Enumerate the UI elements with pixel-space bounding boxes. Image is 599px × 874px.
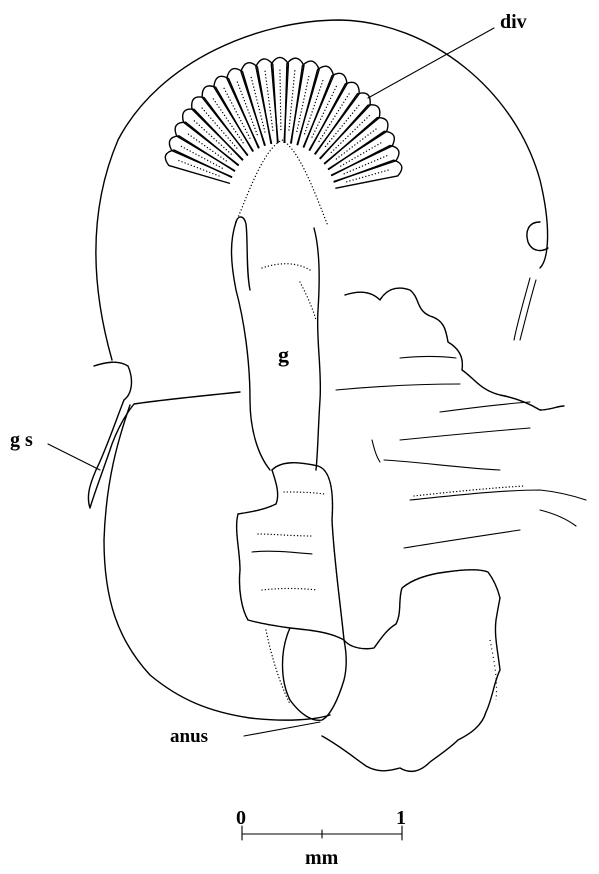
tissue-streak-4 [400, 428, 530, 440]
lower-left-lobe [237, 470, 344, 640]
tissue-streak-1 [400, 357, 456, 359]
div-leader [368, 28, 494, 98]
diverticulum-stipple [265, 71, 273, 130]
bottom-tissue [322, 598, 500, 771]
tissue-streak-9 [540, 510, 576, 526]
label-gs: g s [10, 429, 33, 451]
label-anus: anus [170, 726, 208, 747]
tissue-streak-6 [384, 460, 500, 470]
tissue-streak-2 [336, 384, 460, 390]
label-g: g [278, 342, 289, 367]
scale-unit-label: mm [305, 847, 339, 869]
gut-outline [232, 222, 321, 470]
tissue-streak-3 [440, 402, 530, 412]
tissue-streak-8 [404, 530, 520, 548]
lobe-dots-3 [262, 589, 318, 591]
gut-top-left [236, 217, 250, 290]
lobe-dots-2 [258, 534, 312, 536]
torn-tissue-upper-hatch [345, 288, 564, 410]
rectum [283, 628, 347, 720]
tissue-streak-5 [372, 440, 380, 462]
torn-tissue-upper [345, 288, 564, 410]
body-outline-lower [104, 405, 330, 720]
digestive-diverticula [165, 57, 402, 226]
gill-upper [94, 362, 131, 400]
lobe-line-1 [252, 551, 312, 554]
tissue-streak-7 [410, 490, 586, 500]
body-outline [96, 20, 548, 360]
gill-structure [88, 392, 240, 508]
scale-bar: 0 1 mm [236, 807, 406, 869]
anus-leader [244, 722, 320, 736]
right-notch [527, 222, 548, 250]
diverticulum-stipple [280, 70, 281, 130]
gut-dots-2 [300, 282, 316, 320]
gut-dots-1 [262, 264, 310, 270]
lobe-dots-1 [284, 492, 324, 494]
diverticula-core-stipple [236, 140, 328, 226]
scale-start-label: 0 [236, 807, 246, 829]
diverticulum-lobe [165, 150, 231, 183]
gs-leader [48, 444, 100, 470]
right-edge-fragment-2 [520, 280, 536, 340]
scale-end-label: 1 [396, 807, 406, 829]
lower-mass-hatch [272, 463, 500, 649]
lower-left-lobe-hatch [237, 504, 290, 628]
lower-mass-outline [272, 463, 500, 649]
label-div: div [500, 11, 527, 33]
